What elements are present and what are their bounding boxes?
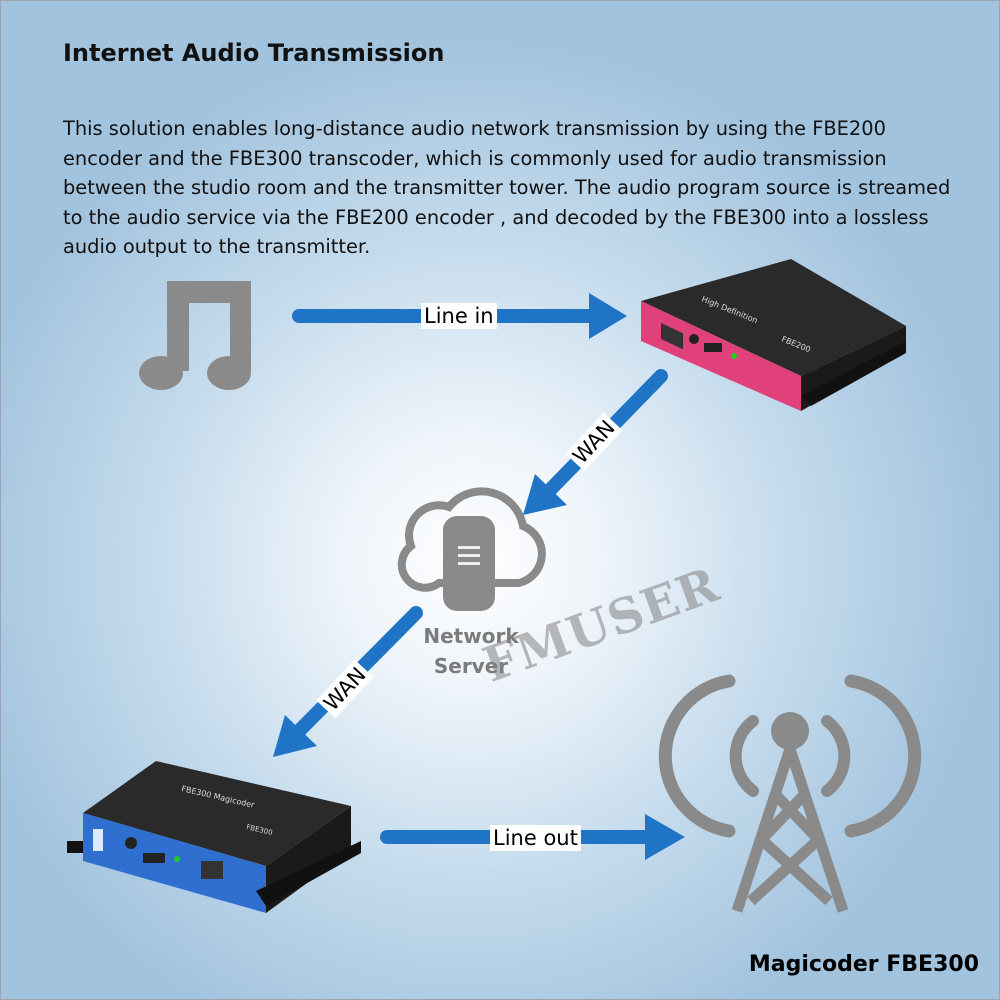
fbe200-encoder-device: High Definition FBE200 [641,259,906,411]
network-server-label-line2: Server [433,654,509,678]
network-server-label: Network Server [421,621,521,681]
description-text: This solution enables long-distance audi… [63,117,951,258]
line-in-label: Line in [421,303,497,329]
line-out-label: Line out [490,825,581,851]
music-note-icon [139,281,251,390]
network-server-label-line1: Network [423,624,519,648]
fbe300-decoder-device: FBE300 Magicoder FBE300 [67,761,361,913]
page-title: Internet Audio Transmission [63,39,445,67]
cloud-server-icon [397,487,546,611]
radio-tower-icon [658,674,922,913]
device-caption: Magicoder FBE300 [748,952,979,977]
